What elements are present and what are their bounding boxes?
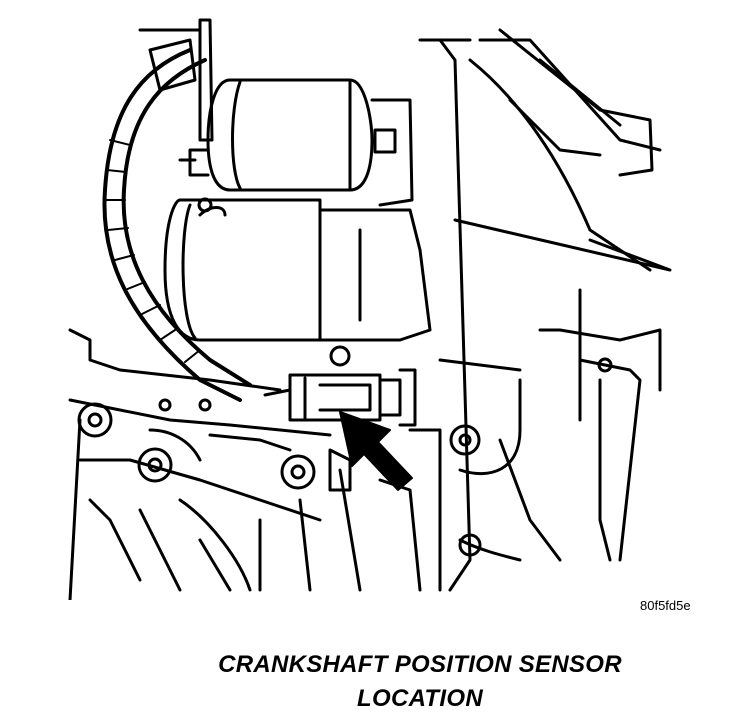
bolt-3 bbox=[280, 454, 316, 490]
frame-lines bbox=[138, 28, 522, 592]
bolt-4 bbox=[329, 345, 351, 367]
starter-motor-body bbox=[163, 197, 432, 342]
engine-block bbox=[68, 328, 362, 600]
transmission-housing bbox=[438, 28, 672, 592]
figure-id: 80f5fd5e bbox=[640, 598, 691, 613]
starter-solenoid bbox=[178, 78, 414, 207]
arrow-pointer-icon bbox=[339, 411, 413, 491]
bolt-2 bbox=[137, 447, 173, 483]
crankshaft-position-sensor bbox=[263, 368, 417, 492]
caption-line-2: LOCATION bbox=[357, 685, 483, 712]
engine-illustration bbox=[68, 18, 672, 600]
wiring-harness bbox=[102, 18, 252, 402]
bolt-1 bbox=[77, 402, 113, 438]
bolts bbox=[77, 345, 613, 557]
bolt-5 bbox=[449, 424, 481, 456]
figure-caption: CRANKSHAFT POSITION SENSOR LOCATION bbox=[150, 648, 690, 716]
caption-line-1: CRANKSHAFT POSITION SENSOR bbox=[218, 651, 622, 678]
